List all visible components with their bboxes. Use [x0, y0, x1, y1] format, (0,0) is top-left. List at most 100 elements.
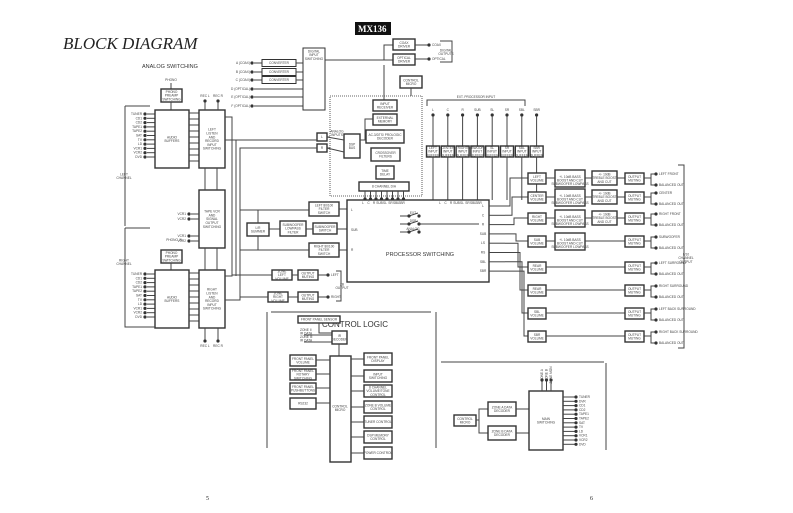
right-listen-switch-box-label: RECORD [205, 299, 220, 303]
bass-tone-box-label: BOOST AND CUT [557, 198, 583, 202]
treble-tone-box-label: +/- 10dB [598, 212, 610, 216]
wire [326, 147, 345, 153]
ext-processor-input-label: EXT. PROCESSOR INPUT [457, 95, 495, 99]
control-logic-title: CONTROL LOGIC [322, 320, 388, 329]
output-jack-icon [654, 261, 658, 265]
zone-left-mute-box-label: OUTPUT [301, 271, 314, 275]
phono-preamp-right-box-label: PREAMP [165, 255, 178, 259]
digital-input-jack-icon [250, 95, 254, 99]
optical-driver-box-label: OPTICAL [397, 56, 411, 60]
proc-output-label: C [482, 213, 485, 217]
processor-switching-title: PROCESSOR SWITCHING [386, 252, 454, 258]
proc-ext-bus-label: L [439, 201, 441, 205]
right-listen-switch-box-label: LISTEN [206, 292, 218, 296]
left-input-jack-icon [143, 129, 147, 133]
zone-out-right-label: RIGHT [331, 295, 341, 299]
video-input-label: TUNER [579, 395, 591, 399]
left-input-jack-icon [143, 133, 147, 138]
ext-input-buffer-box-label: BUFFER [427, 154, 440, 158]
proc-ext-bus-label: SBL [470, 201, 476, 205]
crossover-filters-box-label: CROSSOVER [375, 151, 396, 155]
left-input-jack-icon [143, 112, 147, 116]
ext-input-jack-icon [461, 113, 465, 117]
zone-a-decoder-box-label: ZONE A DATA [492, 405, 513, 409]
zone-ir-input-label: IR DATA [300, 332, 313, 336]
channel-output-label: LEFT FRONT [659, 172, 679, 176]
ext-input-buffer-box-label: INPUT [487, 150, 497, 154]
proc-input-label: SUB [351, 228, 358, 232]
ext-input-buffer-box-label: INPUT [517, 150, 527, 154]
left-input-label: VCR2 [133, 151, 142, 155]
vcr-out-label: VCR1 [177, 212, 186, 216]
left-input-jack-icon [143, 116, 147, 120]
model-badge: MX136 [358, 24, 387, 34]
rec-jack-icon [203, 99, 207, 103]
analog-inputs-label: ANALOG [330, 129, 344, 133]
right-channel-label: RIGHT [119, 258, 129, 262]
processor-switching-box [346, 199, 490, 283]
right-listen-switch-box-label: RIGHT [207, 288, 217, 292]
decoder-box-label: DECODER [377, 137, 394, 141]
left-input-label: SAT [136, 134, 142, 138]
left-listen-switch-box-label: LEFT [208, 128, 216, 132]
balanced-jack-icon [654, 246, 658, 250]
video-input-jack-icon [574, 395, 578, 399]
bass-sub-label: SUBWOOFER LOWPASS [551, 201, 588, 205]
right-input-jack-icon [143, 289, 147, 293]
vcr-out-label: VCR1 [177, 234, 186, 238]
digital-input-jack-icon [250, 87, 254, 91]
ext-input-buffer-box-label: SUBWOOFER [467, 146, 489, 150]
digital-input-jack-icon [250, 61, 254, 65]
bass-sub-label: SUBWOOFER LOWPASS [551, 222, 588, 226]
left-channel-label: LEFT [120, 172, 128, 176]
tape-output-switch-box-label: SWITCHING [203, 225, 222, 229]
switch-contact-dot [417, 214, 421, 218]
ext-input-buffer-box-label: SBL [519, 146, 525, 150]
video-input-label: TAPE1 [579, 412, 589, 416]
optical-driver-box-label: DRIVER [398, 60, 411, 64]
wire [325, 44, 393, 61]
right-input-jack-icon [143, 298, 147, 302]
right-input-label: CD1 [136, 276, 143, 280]
page-number-left: 5 [206, 496, 209, 502]
left-audio-buffers-box [154, 109, 190, 169]
channel-volume-box-label: SBR [534, 333, 541, 337]
switch-contact-dot [407, 230, 411, 234]
phono-preamp-box-label: PREAMP [165, 94, 178, 98]
output-muting-box-label: OUTPUT [628, 264, 641, 268]
left-listen-switch-box-label: INPUT [207, 143, 217, 147]
ext-channel-label: R [461, 108, 464, 112]
right-filter-switch-box-label: RIGHT 80/100 [314, 244, 335, 248]
adc-left-box-label: L [321, 135, 323, 139]
section-analog-switching: ANALOG SWITCHING [142, 64, 198, 70]
control-output-box-label: SWITCHING [369, 376, 388, 380]
output-muting-box-label: MUTING [628, 242, 641, 246]
video-input-jack-icon [574, 429, 578, 433]
proc-bus-label: SL [383, 201, 387, 205]
wire [326, 136, 345, 141]
input-receiver-box-label: INPUT [380, 102, 390, 106]
zone-left-volume-box-label: VOLUME [275, 277, 288, 281]
left-input-label: CD1 [136, 116, 143, 120]
proc-ext-bus-label: SUB [453, 201, 460, 205]
ext-input-jack-icon [505, 113, 509, 117]
control-input-box-label: VOLUME [296, 361, 309, 365]
proc-output-label: SBL [480, 260, 486, 264]
wire [124, 228, 155, 328]
channel-output-group-label: CHANNEL [678, 256, 693, 260]
time-delay-box-label: DELAY [380, 173, 391, 177]
rec-jack-icon [216, 99, 220, 103]
bass-tone-box-label: BOOST AND CUT [557, 219, 583, 223]
wire [650, 197, 655, 205]
bass-sub-label: SUBWOOFER LOWPASS [551, 245, 588, 249]
output-muting-box-label: MUTING [628, 198, 641, 202]
left-input-jack-icon [143, 146, 147, 150]
vcr-out-label: VCR2 [177, 239, 186, 243]
lr-summer-box-label: SUMMER [251, 230, 266, 234]
left-input-jack-icon [143, 142, 147, 146]
ext-input-buffer-box-label: INPUT [428, 150, 438, 154]
control-output-box-label: VOLUME/TONE [366, 389, 389, 393]
output-muting-box-label: MUTING [628, 219, 641, 223]
ext-input-jack-icon [535, 113, 539, 117]
